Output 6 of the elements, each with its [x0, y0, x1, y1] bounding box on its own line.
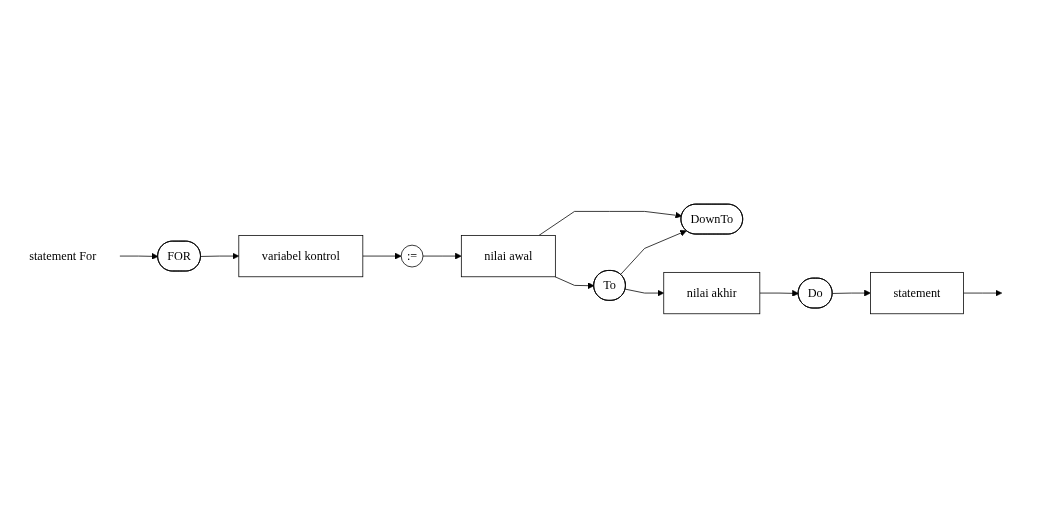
node-box: nilai akhir [663, 271, 761, 314]
node-box: nilai awal [460, 234, 556, 277]
node-circle: := [400, 244, 424, 267]
node-text: statement For [29, 248, 97, 262]
node-box: variabel kontrol [238, 234, 364, 277]
node-box: statement [870, 271, 964, 314]
